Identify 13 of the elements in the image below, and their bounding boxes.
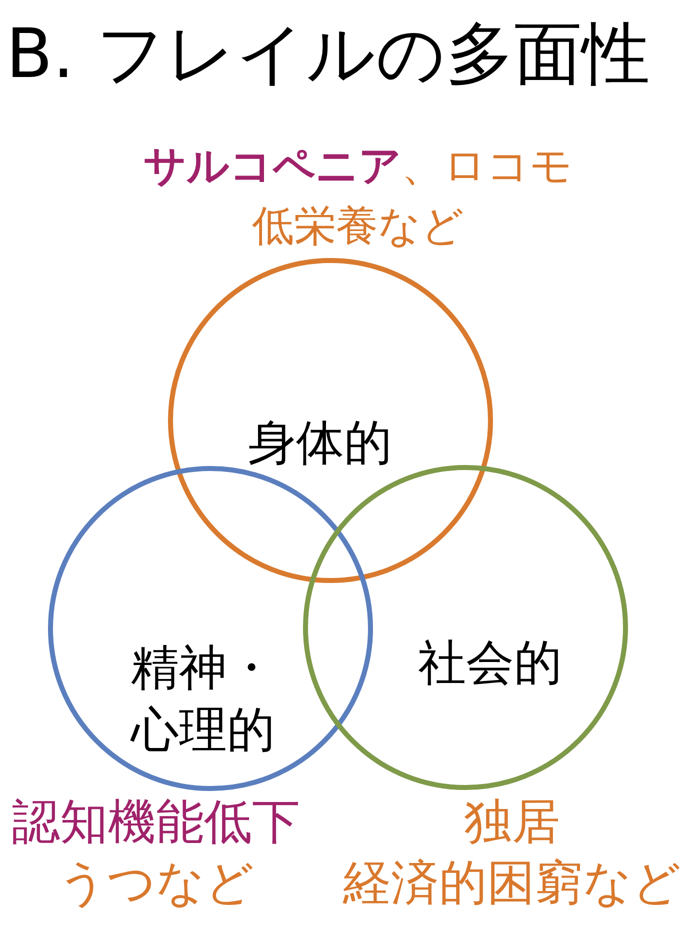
diagram-title: B. フレイルの多面性 [6,14,650,96]
venn-circle [168,258,492,582]
annotation-text: サルコペニア、ロコモ [144,142,572,190]
circle-label: 社会的 [417,634,563,693]
annotation-text: 認知機能低下 [12,795,300,850]
venn-circle [48,466,372,790]
circle-label: 身体的 [247,414,393,473]
annotation-text: 独居 [464,795,560,850]
annotation-text: うつなど [58,856,254,912]
annotation-text: 低栄養など [252,202,464,250]
annotation-text: 経済的困窮など [343,856,681,912]
venn-circle [302,464,628,790]
circle-label: 精神・心理的 [129,639,276,760]
